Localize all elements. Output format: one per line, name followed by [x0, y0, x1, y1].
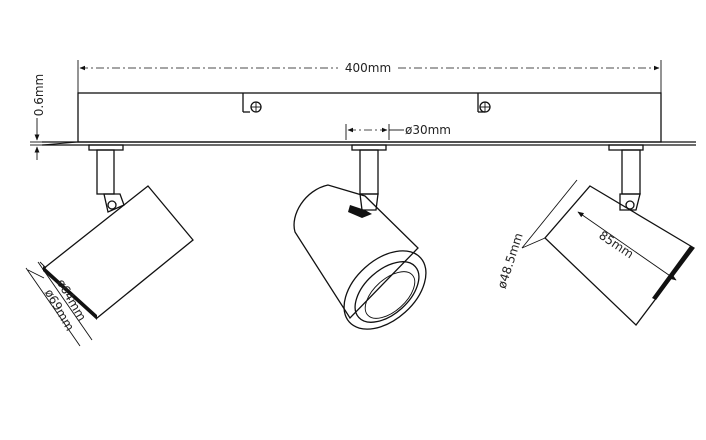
- length-label: 400mm: [345, 61, 391, 75]
- head-length-label: 85mm: [596, 228, 636, 261]
- mounting-screw-left: [242, 93, 262, 113]
- stem-label: ø30mm: [405, 123, 451, 137]
- stem-dimension: ø30mm: [345, 123, 451, 140]
- spotlight-left: ø64mm ø69mm: [25, 144, 194, 347]
- length-dimension: 400mm: [77, 60, 662, 93]
- mounting-screw-right: [477, 93, 491, 113]
- head-diameter-label: ø48.5mm: [495, 231, 526, 290]
- thickness-label: 0.6mm: [32, 74, 46, 116]
- mounting-bar: [41, 92, 696, 146]
- spotlight-center: [293, 144, 427, 330]
- spotlight-right: ø48.5mm 85mm: [495, 144, 695, 326]
- thickness-dimension: 0.6mm: [30, 74, 46, 160]
